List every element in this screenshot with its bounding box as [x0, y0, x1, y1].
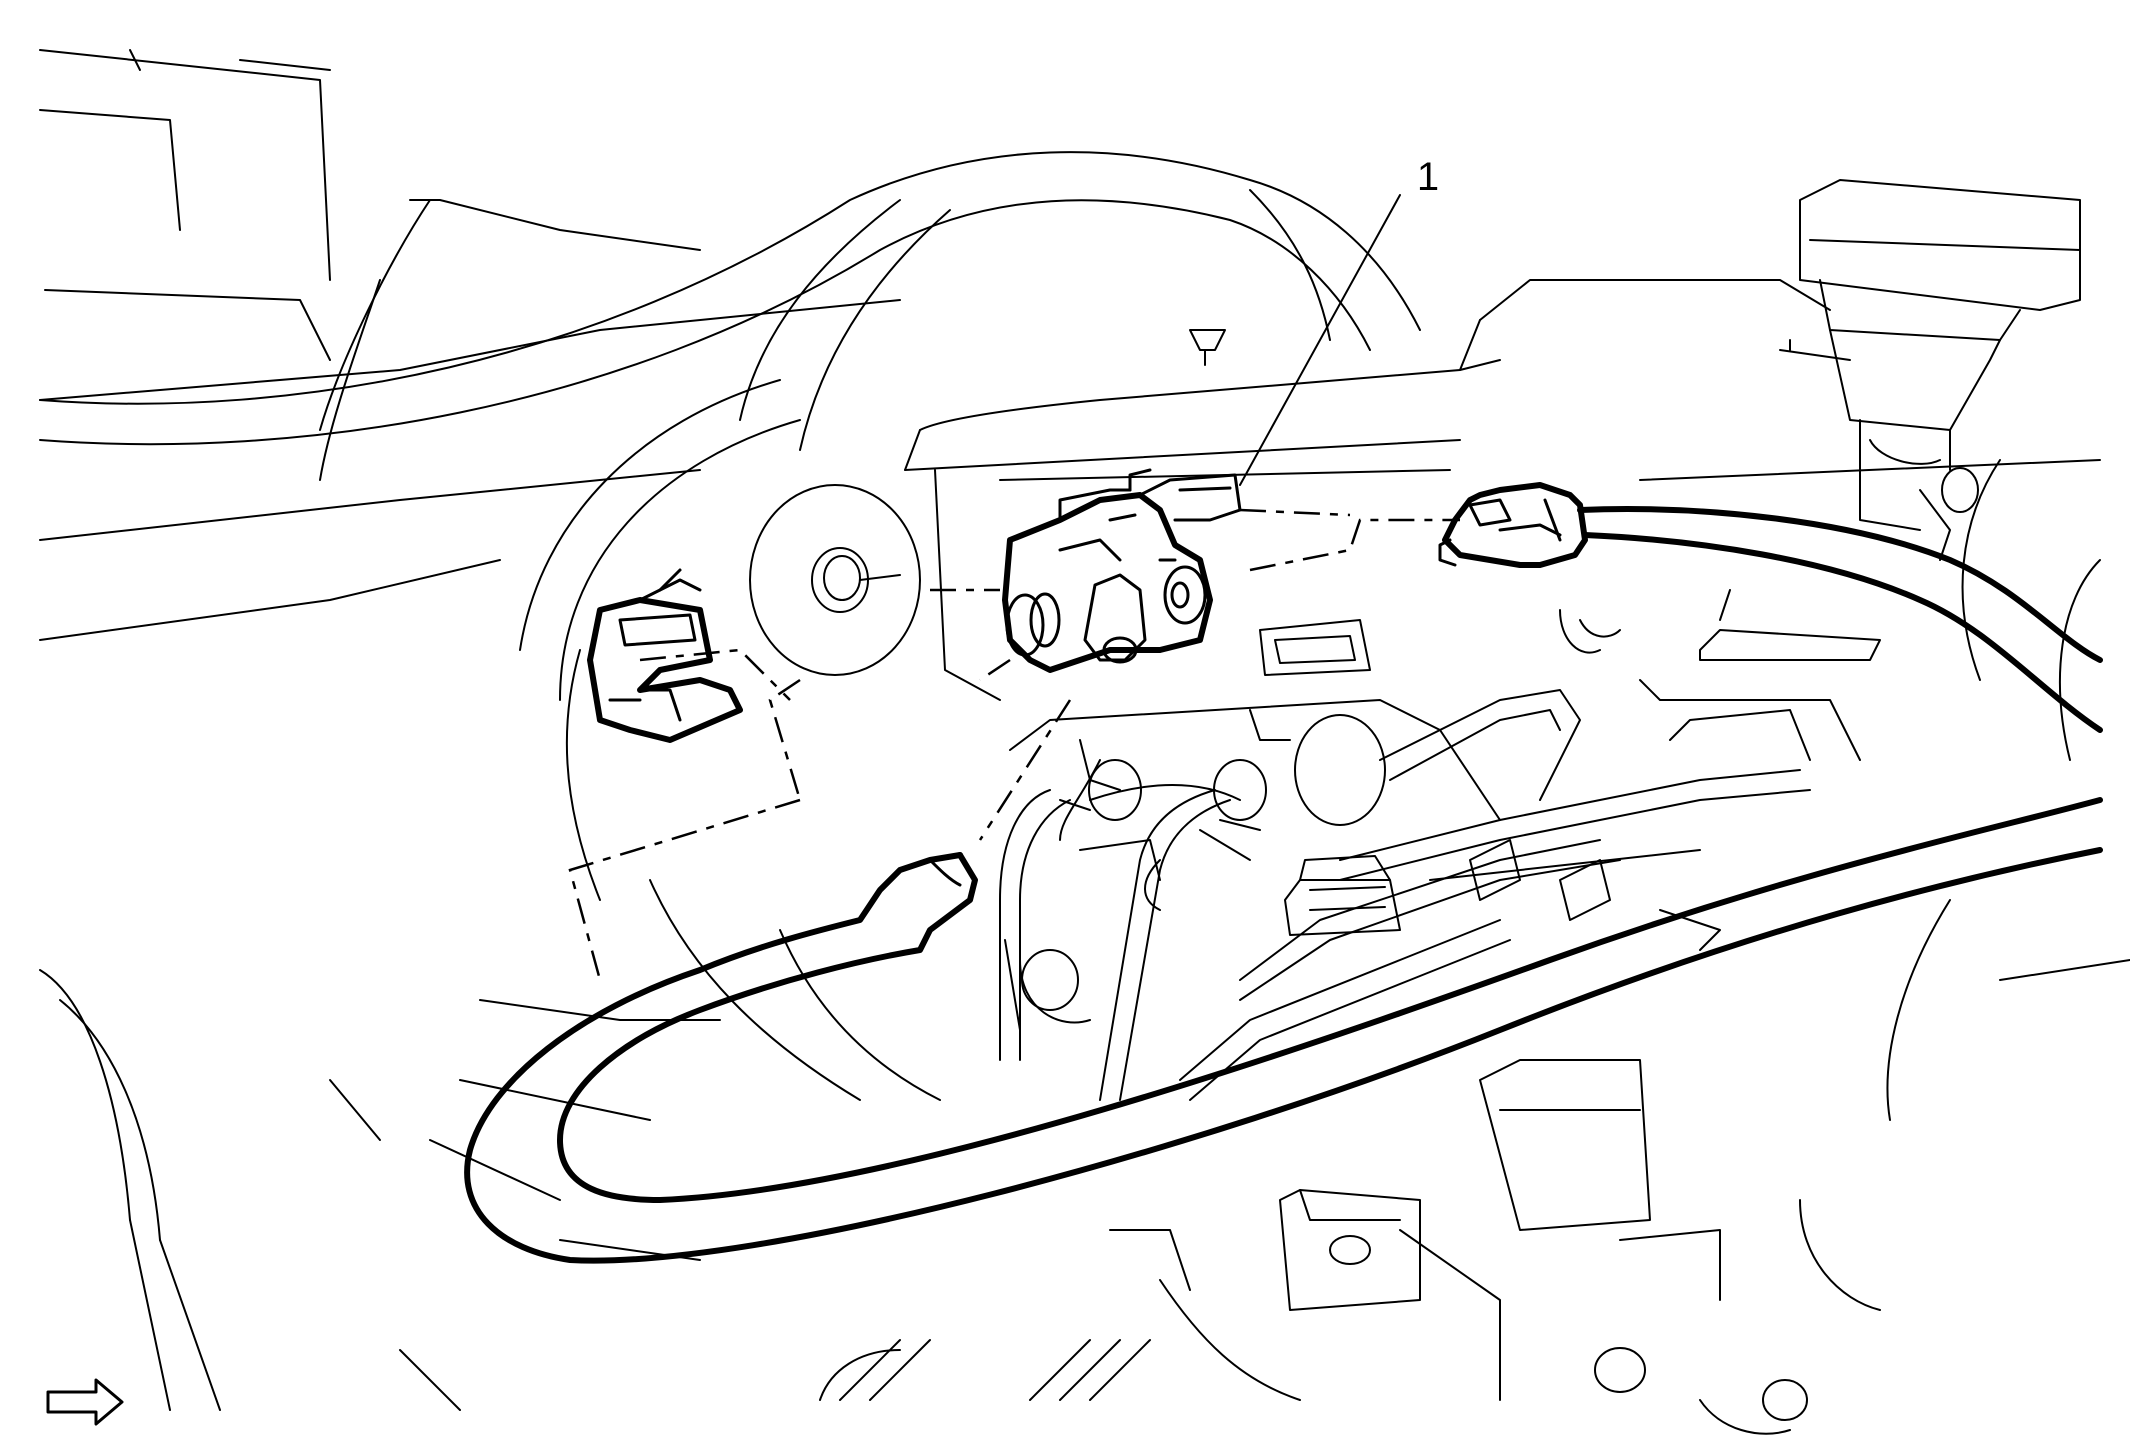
left-lower-panel	[39, 969, 461, 1411]
cowl-cross-member	[39, 151, 1421, 451]
reservoir-cap	[1779, 179, 2081, 531]
brake-lines	[999, 679, 1861, 1101]
upper-body-panel	[39, 49, 901, 641]
master-cylinder-reservoir	[904, 279, 1831, 701]
callout-label: 1	[1417, 155, 1439, 199]
grommet	[749, 484, 921, 676]
harness-clip	[587, 568, 743, 743]
callout-1: 1	[1239, 155, 1439, 486]
callout-leader-line	[1239, 194, 1401, 486]
arrow-right-outline-icon	[46, 1378, 124, 1426]
right-side-structure	[1559, 459, 2130, 1311]
lower-components	[819, 1059, 1808, 1435]
alignment-lines	[568, 508, 1460, 981]
sensor-connector	[1438, 482, 1588, 568]
connector-block	[1284, 839, 1721, 951]
fluid-level-sensor	[1002, 468, 1242, 673]
main-wire-harness	[464, 797, 2103, 1264]
abs-modulator	[1004, 699, 1501, 1031]
connector-harness	[1577, 506, 2103, 733]
brake-booster	[429, 379, 941, 1261]
